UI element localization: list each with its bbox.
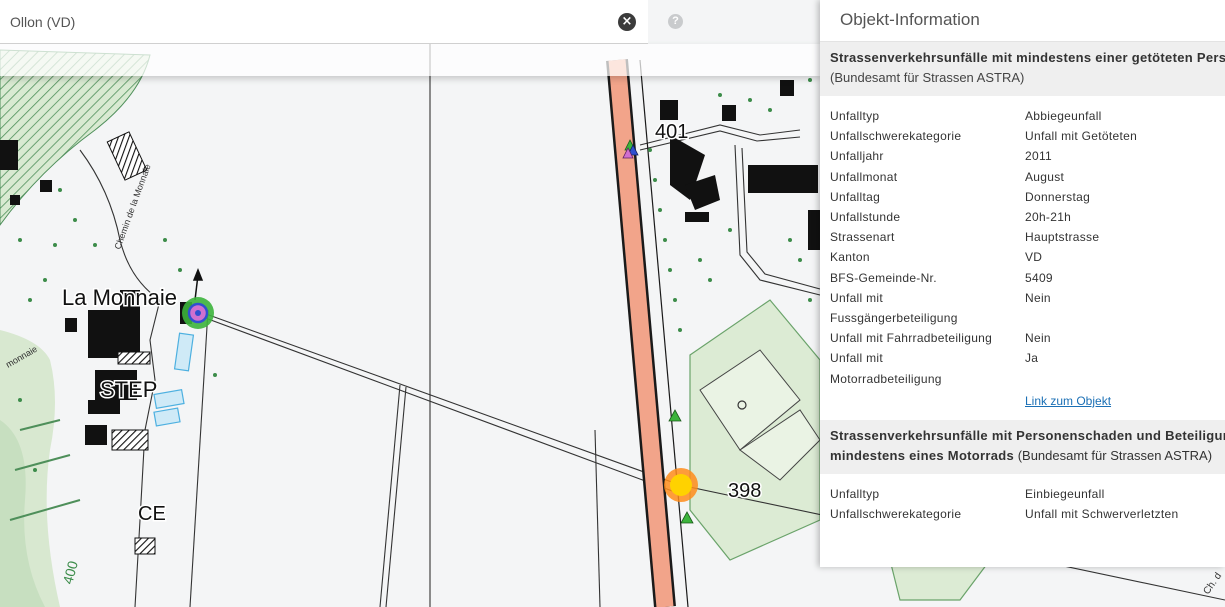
sports-fields <box>689 299 1021 601</box>
buildings <box>0 80 820 445</box>
attribute-key: Unfall mit Fahrradbeteiligung <box>830 331 993 346</box>
attribute-value: 20h-21h <box>1025 210 1072 225</box>
attribute-key: Fussgängerbeteiligung <box>830 311 958 326</box>
search-bar-shadow <box>0 44 820 76</box>
question-icon: ? <box>672 15 679 27</box>
search-bar: × <box>0 0 648 44</box>
attribute-value: Nein <box>1025 331 1051 346</box>
attribute-row: Unfall mit Nein <box>830 288 1225 308</box>
elevation-label-398: 398 <box>728 480 761 502</box>
attribute-value: Unfall mit Getöteten <box>1025 129 1138 144</box>
attribute-value: Unfall mit Schwerverletzten <box>1025 507 1179 522</box>
layer-source: (Bundesamt für Strassen ASTRA) <box>830 70 1025 85</box>
attribute-key: Motorradbeteiligung <box>830 371 942 386</box>
elevation-label-400: 400 <box>59 559 81 586</box>
attribute-row: Unfallstunde 20h-21h <box>830 207 1225 227</box>
attribute-key: Unfalltyp <box>830 109 880 123</box>
layer-name: Strassenverkehrsunfälle mit mindestens e… <box>830 50 1225 65</box>
attribute-row: Motorradbeteiligung <box>830 369 1225 389</box>
attribute-key: BFS-Gemeinde-Nr. <box>830 270 937 285</box>
place-label-la-monnaie: La Monnaie <box>62 285 177 310</box>
attribute-row: Unfalltyp Abbiegeunfall <box>830 106 1225 126</box>
place-label-ce: CE <box>138 503 166 525</box>
main-road <box>606 59 689 607</box>
attribute-key: Strassenart <box>830 230 895 245</box>
attribute-value: Nein <box>1025 290 1051 305</box>
layer-title-fatal: Strassenverkehrsunfälle mit mindestens e… <box>820 42 1225 96</box>
accident-marker-injury[interactable] <box>664 468 698 502</box>
attribute-value: 5409 <box>1025 270 1053 285</box>
place-label-step: STEP <box>100 377 157 402</box>
attribute-row: Unfallschwerekategorie Unfall mit Schwerv… <box>830 504 1225 524</box>
attribute-key: Unfallschwerekategorie <box>830 507 962 522</box>
attribute-key: Unfalltyp <box>830 486 880 501</box>
attribute-value: Hauptstrasse <box>1025 230 1100 245</box>
layer-name: Strassenverkehrsunfälle mit Personenscha… <box>830 427 1225 443</box>
attribute-key: Unfallschwerekategorie <box>830 129 962 144</box>
attribute-key: Unfallstunde <box>830 210 901 225</box>
forest-area <box>0 49 151 607</box>
object-info-panel: Objekt-Information Strassenverkehrsunfäl… <box>820 0 1225 567</box>
attribute-row: BFS-Gemeinde-Nr. 5409 <box>830 268 1225 288</box>
attribute-row: Unfall mit Ja <box>830 348 1225 368</box>
accident-triangles[interactable] <box>622 139 694 524</box>
attribute-row: Unfalltag Donnerstag <box>830 187 1225 207</box>
attribute-value: VD <box>1025 250 1043 265</box>
attribute-value: Ja <box>1025 351 1039 366</box>
attribute-value: August <box>1025 169 1065 184</box>
attribute-row: Strassenart Hauptstrasse <box>830 227 1225 247</box>
attribute-value: Abbiegeunfall <box>1025 109 1102 123</box>
help-button[interactable]: ? <box>668 14 683 29</box>
panel-title: Objekt-Information <box>820 0 1225 42</box>
attribute-row: Unfall mit Fahrradbeteiligung Nein <box>830 328 1225 348</box>
object-link[interactable]: Link zum Objekt <box>1025 393 1112 408</box>
attribute-key: Unfallmonat <box>830 169 898 184</box>
tree-dots <box>18 78 812 472</box>
hatched-structures <box>106 131 156 555</box>
attribute-key: Unfalltag <box>830 189 881 204</box>
elevation-label-401: 401 <box>655 121 688 143</box>
attribute-row: Unfalljahr 2011 <box>830 146 1225 166</box>
attribute-row: Unfallmonat August <box>830 167 1225 187</box>
attribute-key: Unfalljahr <box>830 149 884 164</box>
attribute-row: Unfalltyp Einbiegeunfall <box>830 484 1225 504</box>
layer-source: (Bundesamt für Strassen ASTRA) <box>1017 447 1213 463</box>
attribute-key: Kanton <box>830 250 870 265</box>
close-icon: × <box>621 14 633 29</box>
attribute-row: Unfallschwerekategorie Unfall mit Getötet… <box>830 126 1225 146</box>
layer-title-motorbike: Strassenverkehrsunfälle mit Personenscha… <box>820 419 1225 474</box>
attribute-value: Donnerstag <box>1025 189 1091 204</box>
layer-separator <box>820 411 1225 420</box>
attribute-key: Unfall mit <box>830 290 884 305</box>
attribute-row: Fussgängerbeteiligung <box>830 308 1225 328</box>
search-input[interactable] <box>0 0 630 43</box>
water-basins <box>153 332 195 427</box>
clear-search-button[interactable]: × <box>618 13 636 31</box>
attribute-value: 2011 <box>1025 149 1053 164</box>
accident-marker-fatal[interactable] <box>182 297 214 329</box>
attribute-row: Kanton VD <box>830 247 1225 267</box>
attribute-key: Unfall mit <box>830 351 884 366</box>
layer-name-cont: mindestens eines Motorrads <box>830 447 1015 463</box>
attribute-value: Einbiegeunfall <box>1025 486 1105 501</box>
north-arrow-marker <box>192 267 204 301</box>
